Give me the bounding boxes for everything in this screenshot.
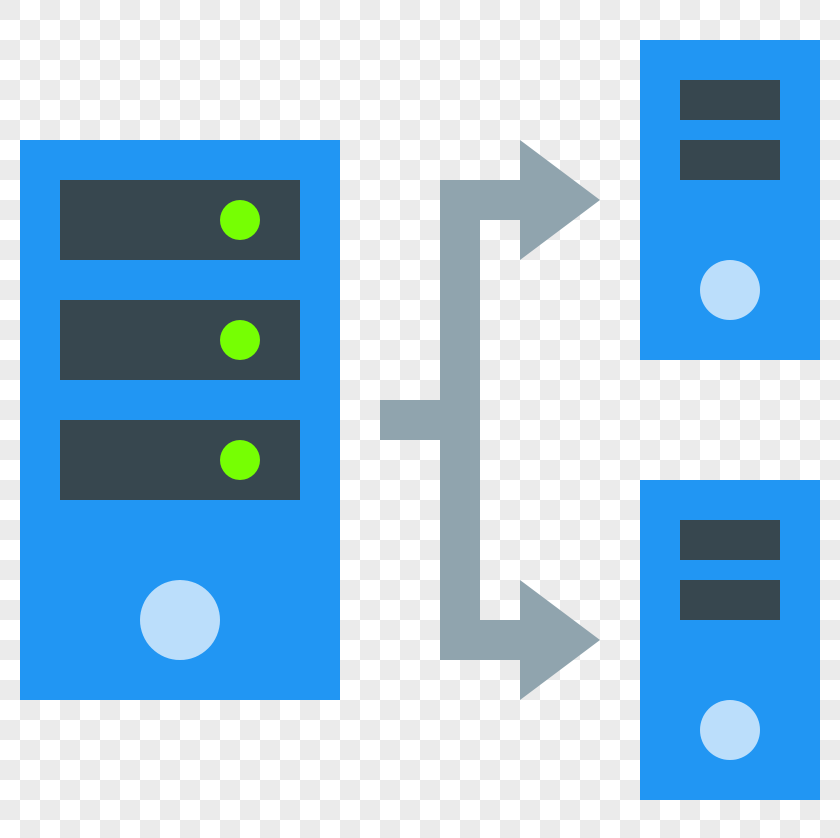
drive-slot bbox=[60, 300, 300, 380]
status-led-icon bbox=[220, 320, 260, 360]
split-arrow-icon bbox=[380, 140, 600, 700]
drive-slot bbox=[680, 520, 780, 560]
drive-slot bbox=[680, 580, 780, 620]
drive-slot bbox=[60, 180, 300, 260]
power-disc-icon bbox=[700, 260, 760, 320]
power-disc-icon bbox=[140, 580, 220, 660]
drive-slot bbox=[60, 420, 300, 500]
drive-slot bbox=[680, 140, 780, 180]
status-led-icon bbox=[220, 440, 260, 480]
drive-slot bbox=[680, 80, 780, 120]
power-disc-icon bbox=[700, 700, 760, 760]
split-arrow-shape bbox=[380, 140, 600, 700]
target-server-top-icon bbox=[640, 40, 820, 360]
status-led-icon bbox=[220, 200, 260, 240]
main-server-icon bbox=[20, 140, 340, 700]
target-server-bottom-icon bbox=[640, 480, 820, 800]
